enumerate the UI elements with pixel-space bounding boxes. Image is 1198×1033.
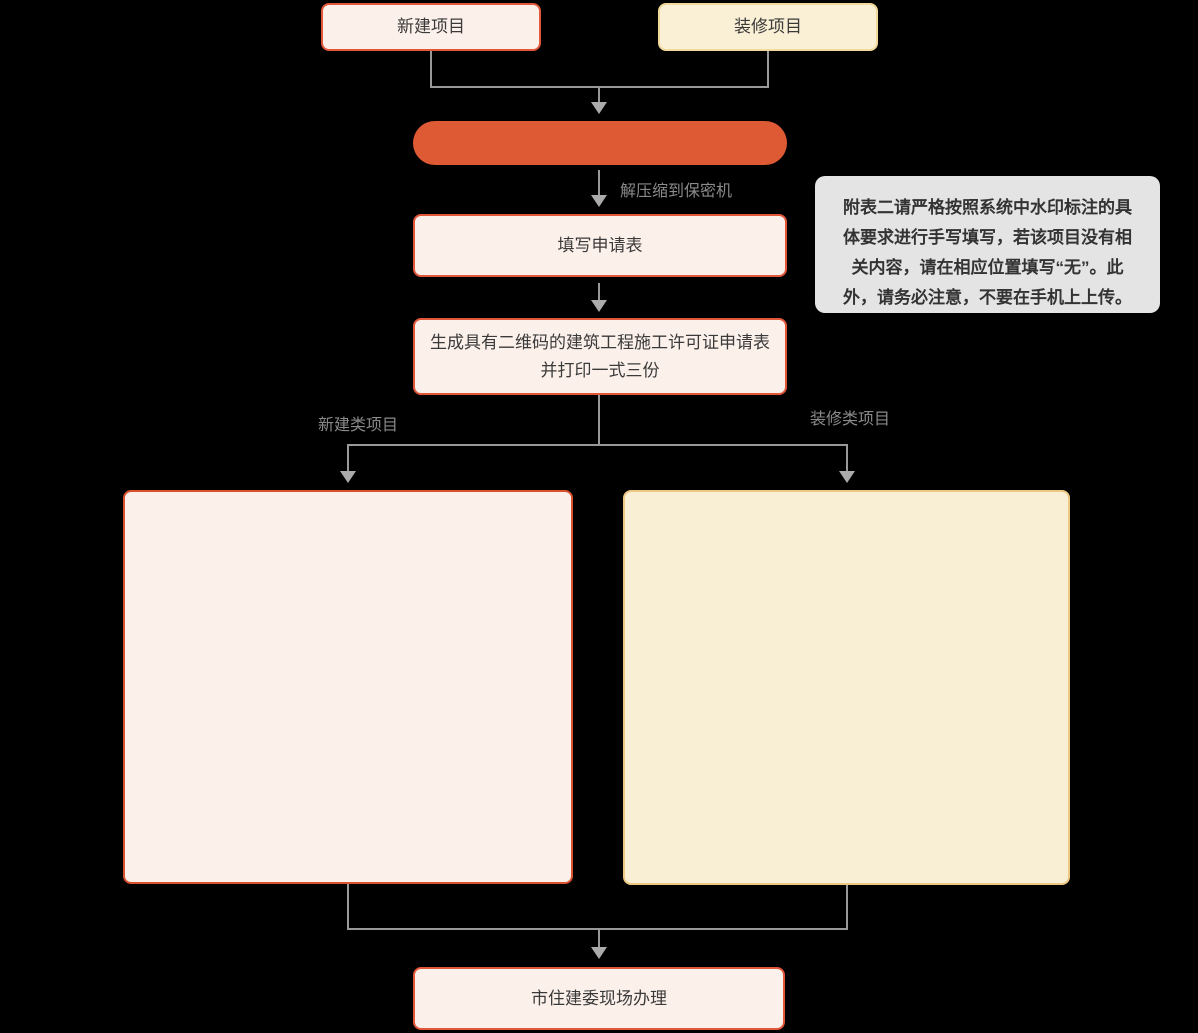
- node-generate-form-line2: 并打印一式三份: [540, 360, 660, 380]
- arrow-down-icon: [591, 102, 607, 114]
- connector-line: [347, 928, 848, 930]
- note-text: 附表二请严格按照系统中水印标注的具体要求进行手写填写，若该项目没有相关内容，请在…: [843, 198, 1132, 307]
- connector-line: [846, 444, 848, 472]
- node-fill-form: 填写申请表: [413, 214, 787, 277]
- node-new-project-label: 新建项目: [397, 17, 465, 36]
- node-new-project: 新建项目: [321, 3, 541, 51]
- node-onsite-handling-label: 市住建委现场办理: [531, 988, 667, 1008]
- connector-line: [347, 444, 848, 446]
- node-generate-form: 生成具有二维码的建筑工程施工许可证申请表 并打印一式三份: [413, 318, 787, 395]
- edge-label-new-type: 新建类项目: [318, 417, 399, 434]
- edge-label-renovation-type: 装修类项目: [810, 411, 891, 428]
- arrow-down-icon: [591, 300, 607, 312]
- connector-line: [598, 395, 600, 446]
- arrow-down-icon: [591, 195, 607, 207]
- node-fill-form-label: 填写申请表: [557, 235, 643, 255]
- connector-line: [430, 51, 432, 87]
- connector-line: [767, 51, 769, 87]
- arrow-down-icon: [591, 947, 607, 959]
- connector-line: [598, 170, 600, 196]
- connector-line: [598, 86, 600, 103]
- edge-label-decompress: 解压缩到保密机: [620, 183, 733, 200]
- node-renovation-project: 装修项目: [658, 3, 878, 51]
- connector-line: [846, 885, 848, 930]
- container-new-project-branch: [123, 490, 573, 884]
- pill-step-bar: [413, 121, 787, 165]
- arrow-down-icon: [340, 471, 356, 483]
- node-generate-form-line1: 生成具有二维码的建筑工程施工许可证申请表: [430, 332, 770, 352]
- arrow-down-icon: [839, 471, 855, 483]
- note-box: 附表二请严格按照系统中水印标注的具体要求进行手写填写，若该项目没有相关内容，请在…: [815, 176, 1160, 313]
- node-renovation-project-label: 装修项目: [734, 17, 802, 36]
- connector-line: [598, 928, 600, 948]
- container-renovation-branch: [623, 490, 1070, 885]
- connector-line: [598, 283, 600, 301]
- connector-line: [347, 884, 349, 930]
- node-onsite-handling: 市住建委现场办理: [413, 967, 785, 1030]
- connector-line: [347, 444, 349, 472]
